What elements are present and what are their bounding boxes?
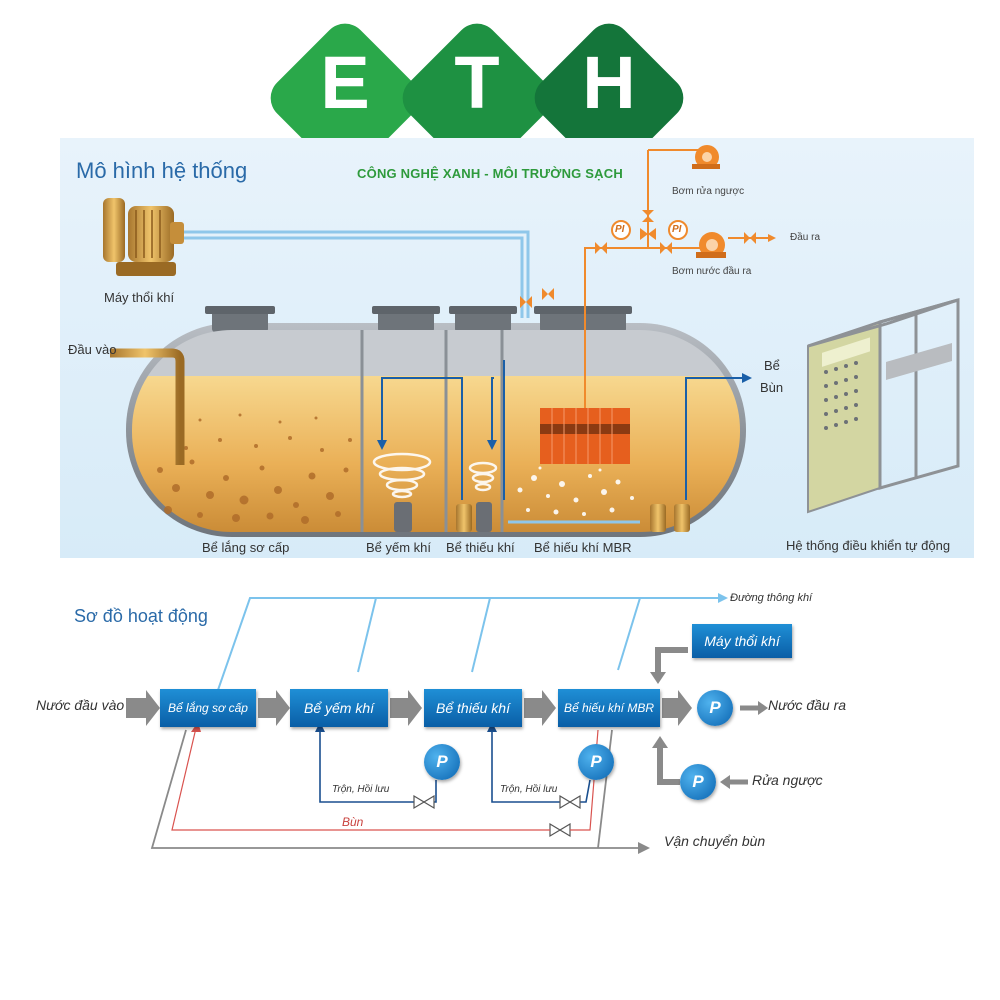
tank-partitions [360, 330, 504, 532]
recirculation-arrowheads [377, 373, 752, 450]
submersible-pumps [394, 502, 690, 532]
pump-icon-backwash: P [680, 764, 716, 800]
outlet-arrowhead [768, 234, 776, 242]
logo-letter-t: T [454, 41, 500, 124]
sediment-particles [157, 413, 352, 524]
air-line-label: Đường thông khí [730, 592, 813, 604]
pump-icon-anoxic-return: P [424, 744, 460, 780]
operation-diagram-title: Sơ đồ hoạt động [74, 606, 208, 626]
tank-label-primary-settling: Bể lắng sơ cấp [202, 540, 290, 555]
recirculation-lines [381, 360, 742, 500]
effluent-pump-icon [696, 232, 726, 258]
backwash-pump-label: Bơm rửa ngược [672, 186, 745, 197]
mix-return-label-2: Trộn, Hồi lưu [500, 784, 558, 795]
blower-label: Máy thổi khí [104, 290, 175, 305]
pressure-indicator-label: PI [672, 224, 682, 235]
inlet-pipe [110, 348, 185, 465]
logo-tagline: CÔNG NGHỆ XANH - MÔI TRƯỜNG SẠCH [357, 166, 623, 181]
tank-manholes [205, 306, 632, 332]
sludge-tank-label-line1: Bể [764, 358, 780, 373]
pump-icon-output: P [697, 690, 733, 726]
flow-box-blower: Máy thổi khí [692, 624, 792, 658]
backwash-label: Rửa ngược [752, 772, 823, 788]
pump-icon-mbr-return: P [578, 744, 614, 780]
backwash-arrow [657, 746, 680, 785]
operation-flow-diagram [126, 593, 768, 854]
inlet-label: Đầu vào [68, 342, 117, 357]
sludge-return-line [171, 727, 599, 831]
flow-box-anoxic: Bể thiếu khí [424, 689, 522, 727]
air-line-arrowhead [718, 593, 728, 603]
aeration-bubbles [517, 466, 634, 516]
logo-letter-h: H [582, 41, 636, 124]
output-arrowhead [758, 701, 768, 715]
backwash-pump-icon [692, 145, 720, 169]
water-output-label: Nước đầu ra [768, 697, 847, 713]
sludge-label: Bùn [342, 815, 364, 829]
mbr-membrane-module [540, 408, 630, 464]
tank-label-aerobic-mbr: Bể hiếu khí MBR [534, 540, 632, 555]
outlet-label: Đầu ra [790, 232, 821, 243]
water-input-label: Nước đầu vào [36, 697, 125, 713]
mix-return-label-1: Trộn, Hồi lưu [332, 784, 390, 795]
main-flow-arrows [126, 690, 692, 726]
air-line [217, 597, 720, 691]
flow-box-primary-settling: Bể lắng sơ cấp [160, 689, 256, 727]
anoxic-mixer-swirls [372, 452, 498, 499]
mix-return-lines [319, 730, 591, 803]
pressure-gauge-icons [611, 220, 688, 240]
control-cabinet-icon [807, 298, 960, 514]
tank-label-anoxic: Bể thiếu khí [446, 540, 515, 555]
sludge-tank-label-line2: Bùn [760, 380, 784, 395]
tank-liquid [132, 330, 740, 532]
logo-letter-e: E [320, 41, 370, 124]
system-model-illustration [103, 145, 960, 537]
tank-label-anaerobic: Bể yếm khí [366, 540, 432, 555]
flow-box-anaerobic: Bể yếm khí [290, 689, 388, 727]
sludge-transport-label: Vận chuyển bùn [664, 833, 766, 849]
blower-arrow [655, 647, 688, 674]
air-pipe [180, 230, 530, 318]
flow-box-aerobic-mbr: Bể hiếu khí MBR [558, 689, 660, 727]
blower-machine-icon [103, 198, 184, 276]
air-valve-icon [520, 288, 554, 308]
system-model-title: Mô hình hệ thống [76, 158, 248, 183]
control-system-label: Hệ thống điều khiển tự động [786, 538, 951, 553]
effluent-pump-label: Bơm nước đầu ra [672, 266, 752, 277]
pressure-indicator-label: PI [615, 224, 625, 235]
